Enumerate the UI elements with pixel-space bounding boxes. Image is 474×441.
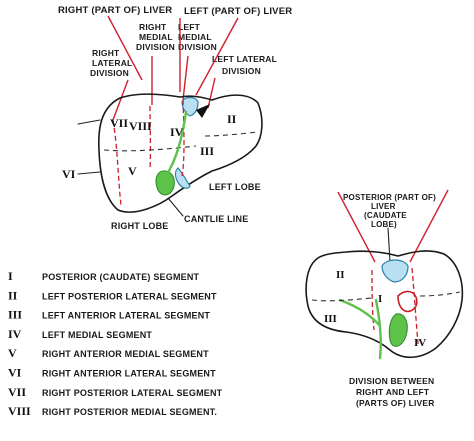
hepatic-vein-top — [181, 96, 199, 117]
legend-row: II LEFT POSTERIOR LATERAL SEGMENT — [8, 288, 217, 302]
right-lobe-label: RIGHT LOBE — [111, 221, 169, 231]
left-part-liver-label: LEFT (PART OF) LIVER — [184, 6, 292, 17]
small-pointer-lines — [337, 189, 449, 263]
svg-text:DIVISION BETWEEN: DIVISION BETWEEN — [349, 376, 434, 386]
small-liver-labels: POSTERIOR (PART OF) LIVER (CAUDATE LOBE) — [343, 193, 436, 229]
legend-row: III LEFT ANTERIOR LATERAL SEGMENT — [8, 308, 210, 322]
legend-numeral: III — [8, 308, 22, 322]
legend-numeral: VII — [8, 385, 26, 399]
svg-text:LEFT LATERAL: LEFT LATERAL — [212, 54, 277, 64]
svg-text:DIVISION: DIVISION — [136, 42, 175, 52]
svg-text:(PARTS OF) LIVER: (PARTS OF) LIVER — [356, 398, 435, 408]
legend-row: IV LEFT MEDIAL SEGMENT — [8, 327, 152, 341]
ligament-mark — [196, 104, 210, 118]
svg-text:LIVER: LIVER — [371, 202, 396, 211]
small-segment-iii: III — [324, 313, 337, 325]
legend-text: LEFT ANTERIOR LATERAL SEGMENT — [42, 311, 210, 321]
cantlie-line — [164, 110, 188, 178]
svg-text:DIVISION: DIVISION — [222, 66, 261, 76]
legend-text: RIGHT ANTERIOR MEDIAL SEGMENT — [42, 349, 209, 359]
cantlie-pointer — [167, 197, 184, 217]
portal-vessel — [174, 167, 191, 189]
svg-text:LATERAL: LATERAL — [92, 58, 132, 68]
legend-row: V RIGHT ANTERIOR MEDIAL SEGMENT — [8, 346, 209, 360]
segment-label-iv: IV — [170, 125, 184, 139]
left-lobe-label: LEFT LOBE — [209, 182, 261, 192]
gallbladder — [155, 170, 175, 196]
small-caption: DIVISION BETWEEN RIGHT AND LEFT (PARTS O… — [349, 376, 435, 408]
legend-numeral: VI — [8, 366, 22, 380]
segment-label-ii: II — [227, 112, 237, 126]
left-lateral-division-label: LEFT LATERAL DIVISION — [212, 54, 277, 76]
legend-numeral: VIII — [8, 404, 31, 418]
svg-text:MEDIAL: MEDIAL — [178, 32, 212, 42]
legend-text: RIGHT ANTERIOR LATERAL SEGMENT — [42, 369, 216, 379]
left-medial-division-label: LEFT MEDIAL DIVISION — [178, 22, 217, 52]
legend-text: POSTERIOR (CAUDATE) SEGMENT — [42, 272, 200, 282]
small-cantlie-line — [338, 298, 382, 328]
legend-numeral: I — [8, 269, 13, 283]
segment-legend: I POSTERIOR (CAUDATE) SEGMENT II LEFT POSTE… — [8, 269, 223, 418]
legend-row: VIII RIGHT POSTERIOR MEDIAL SEGMENT. — [8, 404, 217, 418]
right-lateral-division-label: RIGHT LATERAL DIVISION — [90, 48, 132, 78]
small-segment-iv: IV — [414, 337, 426, 349]
legend-numeral: IV — [8, 327, 22, 341]
cantlie-line-label: CANTLIE LINE — [184, 214, 248, 224]
small-liver-outline — [305, 250, 464, 359]
segment-label-v: V — [128, 164, 137, 178]
right-medial-division-label: RIGHT MEDIAL DIVISION — [136, 22, 175, 52]
legend-text: LEFT POSTERIOR LATERAL SEGMENT — [42, 291, 217, 301]
svg-text:(CAUDATE: (CAUDATE — [364, 211, 407, 220]
horizontal-segment-line — [103, 145, 197, 152]
small-vessel — [381, 259, 409, 283]
svg-text:LOBE): LOBE) — [371, 220, 397, 229]
segment-label-vi: VI — [62, 167, 76, 181]
right-lateral-division-line — [112, 119, 122, 206]
small-liver: II III I IV — [305, 250, 464, 360]
falciform-line — [181, 99, 185, 177]
legend-text: RIGHT POSTERIOR LATERAL SEGMENT — [42, 388, 223, 398]
svg-text:RIGHT: RIGHT — [92, 48, 120, 58]
legend-text: LEFT MEDIAL SEGMENT — [42, 330, 152, 340]
svg-text:RIGHT: RIGHT — [139, 22, 167, 32]
svg-text:DIVISION: DIVISION — [178, 42, 217, 52]
legend-numeral: II — [8, 288, 18, 302]
segment-label-iii: III — [200, 144, 214, 158]
svg-text:MEDIAL: MEDIAL — [139, 32, 173, 42]
main-liver-outline — [97, 93, 263, 213]
legend-row: VII RIGHT POSTERIOR LATERAL SEGMENT — [8, 385, 223, 399]
svg-text:RIGHT AND LEFT: RIGHT AND LEFT — [356, 387, 430, 397]
right-part-liver-label: RIGHT (PART OF) LIVER — [58, 5, 172, 16]
main-liver: VII VIII IV II III VI V — [62, 93, 263, 213]
svg-text:DIVISION: DIVISION — [90, 68, 129, 78]
svg-text:POSTERIOR (PART OF): POSTERIOR (PART OF) — [343, 193, 436, 202]
svg-text:LEFT: LEFT — [178, 22, 201, 32]
small-segment-i: I — [378, 293, 382, 305]
legend-row: VI RIGHT ANTERIOR LATERAL SEGMENT — [8, 366, 216, 380]
segment-label-viii: VIII — [129, 119, 152, 133]
small-segment-ii: II — [336, 269, 345, 281]
legend-text: RIGHT POSTERIOR MEDIAL SEGMENT. — [42, 407, 217, 417]
segment-label-vii: VII — [110, 116, 128, 130]
legend-row: I POSTERIOR (CAUDATE) SEGMENT — [8, 269, 200, 283]
legend-numeral: V — [8, 346, 17, 360]
division-pointer-lines — [107, 15, 239, 121]
